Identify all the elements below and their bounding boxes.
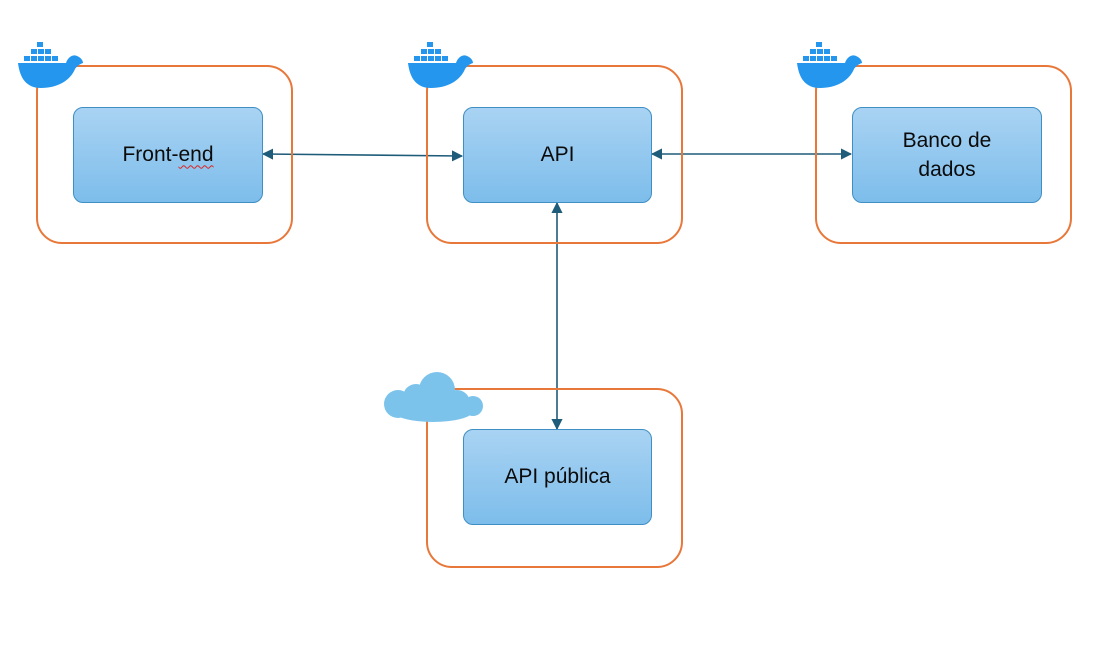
database-node[interactable]: Banco de dados	[852, 107, 1042, 203]
docker-icon	[797, 42, 862, 88]
public-api-container-frame	[426, 388, 683, 568]
docker-icon	[408, 42, 473, 88]
frontend-container-frame	[36, 65, 293, 244]
cloud-icon	[384, 372, 483, 422]
database-label: Banco de dados	[902, 128, 992, 181]
public-api-node[interactable]: API pública	[463, 429, 652, 525]
api-node[interactable]: API	[463, 107, 652, 203]
api-label: API	[540, 143, 575, 167]
edge-frontend-api	[261, 148, 464, 162]
frontend-node[interactable]: Front-end	[73, 107, 263, 203]
public-api-label: API pública	[504, 465, 611, 489]
docker-icon	[18, 42, 83, 88]
database-container-frame	[815, 65, 1072, 244]
frontend-label-prefix: Front-	[122, 143, 179, 167]
api-container-frame	[426, 65, 683, 244]
spellcheck-flagged-word: end	[178, 143, 214, 167]
frontend-label: Front-end	[122, 140, 213, 169]
